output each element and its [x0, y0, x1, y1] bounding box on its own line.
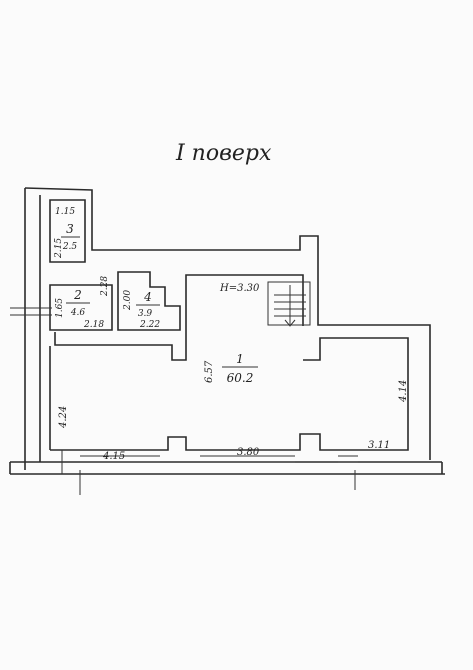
- dim-bottom-right: 3.11: [368, 440, 390, 451]
- dim-r4-bottom: 2.22: [139, 320, 160, 330]
- dimension-labels: 1.15 2.15 1.65 2.18 2.28 2.00 2.22 6.57 …: [54, 207, 409, 462]
- dim-r2-right: 2.28: [100, 276, 110, 297]
- room-3-number: 3: [66, 222, 74, 236]
- dim-r3-side: 2.15: [54, 238, 64, 259]
- room-4-area: 3.9: [138, 309, 153, 319]
- dim-r2-side: 1.65: [55, 298, 65, 318]
- room-3-area: 2.5: [62, 242, 78, 252]
- dim-right: 4.14: [398, 380, 409, 403]
- dim-left: 4.24: [58, 406, 69, 429]
- room-3-label: 3 2.5: [61, 222, 80, 252]
- outer-walls: [9, 187, 445, 475]
- room-1-area: 60.2: [227, 371, 254, 385]
- dim-bottom-mid: 3.80: [237, 447, 260, 458]
- ceiling-height-label: H=3.30: [219, 283, 260, 294]
- dim-r1-center: 6.57: [204, 360, 215, 383]
- dim-r3-top: 1.15: [55, 207, 75, 217]
- dim-r4-side: 2.00: [123, 290, 133, 311]
- room-1-label: 1 60.2: [222, 352, 258, 385]
- dim-bottom-left: 4.15: [102, 451, 125, 462]
- dim-r2-bottom: 2.18: [83, 320, 104, 330]
- room-2-label: 2 4.6: [66, 288, 90, 318]
- room-2-area: 4.6: [70, 308, 86, 318]
- room-2-number: 2: [73, 288, 82, 302]
- plan-title: I поверх: [175, 141, 272, 166]
- room-4-number: 4: [143, 290, 152, 304]
- room-4-label: 4 3.9: [136, 290, 160, 319]
- room-1-number: 1: [236, 352, 244, 366]
- interior-walls: [10, 199, 409, 495]
